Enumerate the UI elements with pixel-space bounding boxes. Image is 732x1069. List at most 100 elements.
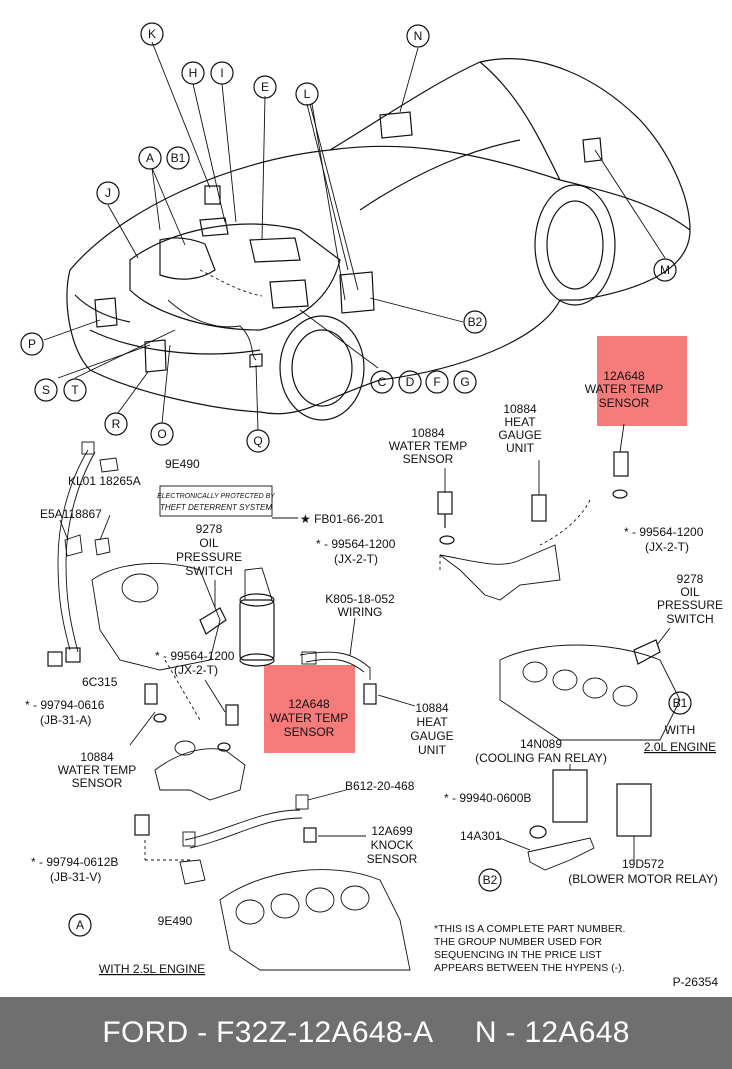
- oil-switch-left-line3: PRESSURE: [176, 550, 242, 564]
- oil-switch-right-line2: OIL: [680, 585, 700, 599]
- knock-sensor-line3: SENSOR: [367, 852, 418, 866]
- svg-text:G: G: [460, 375, 469, 389]
- callout-circles: K H I E L N A B1 J M P B2 S T R O Q C D …: [20, 22, 677, 453]
- svg-text:H: H: [189, 66, 198, 80]
- svg-text:C: C: [378, 375, 387, 389]
- highlight-right-line3: SENSOR: [599, 396, 650, 410]
- note-line4: APPEARS BETWEEN THE HYPENS (-).: [434, 962, 625, 974]
- ref-code: P-26354: [673, 975, 719, 989]
- callout-s: S: [34, 378, 58, 402]
- oil-switch-right-line3: PRESSURE: [657, 598, 723, 612]
- part-99794-0612: * - 99794-0612B: [31, 855, 118, 869]
- wiring-line2: WIRING: [338, 605, 383, 619]
- footer-part-number: FORD - F32Z-12A648-A N - 12A648: [102, 1016, 630, 1049]
- highlight-mid-line2: WATER TEMP: [270, 711, 348, 725]
- with-20-line1: WITH: [665, 723, 696, 737]
- part-9e490-top: 9E490: [165, 457, 200, 471]
- parts-diagram: K H I E L N A B1 J M P B2 S T R O Q C D …: [20, 22, 723, 989]
- callout-n: N: [406, 24, 430, 48]
- note-line3: SEQUENCING IN THE PRICE LIST: [434, 949, 602, 961]
- kl01-label: KL01 18265A: [68, 474, 141, 488]
- car-illustration: [66, 58, 691, 421]
- svg-text:B2: B2: [468, 315, 483, 329]
- callout-i: I: [210, 61, 234, 85]
- oil-switch-right-line4: SWITCH: [666, 612, 713, 626]
- knock-sensor-line2: KNOCK: [371, 838, 414, 852]
- sensor-top-line1: 10884: [411, 426, 445, 440]
- blower-relay-line1: 19D572: [622, 857, 664, 871]
- svg-text:M: M: [660, 263, 670, 277]
- washer-right-code: (JX-2-T): [645, 540, 689, 554]
- svg-text:N: N: [414, 29, 423, 43]
- heat-gauge-top-line1: 10884: [503, 402, 537, 416]
- labels: 10884 WATER TEMP SENSOR 10884 HEAT GAUGE…: [25, 369, 723, 989]
- footer-bar: FORD - F32Z-12A648-A N - 12A648: [0, 997, 732, 1069]
- callout-g: G: [453, 370, 477, 394]
- callout-t: T: [63, 378, 87, 402]
- note-line2: THE GROUP NUMBER USED FOR: [434, 936, 602, 948]
- svg-text:F: F: [433, 375, 440, 389]
- blower-relay-line2: (BLOWER MOTOR RELAY): [568, 872, 718, 886]
- callout-c: C: [370, 370, 394, 394]
- part-99794-0616: * - 99794-0616: [25, 698, 105, 712]
- sensor-top-line2: WATER TEMP: [389, 439, 467, 453]
- svg-text:J: J: [105, 186, 111, 200]
- callout-a: A: [138, 146, 162, 170]
- callout-e: E: [253, 75, 277, 99]
- b2-circle-label: B2: [483, 873, 498, 887]
- cooling-relay-line2: (COOLING FAN RELAY): [475, 751, 607, 765]
- b1-circle-label: B1: [673, 696, 688, 710]
- callout-o: O: [150, 422, 174, 446]
- with-20-line2: 2.0L ENGINE: [644, 740, 716, 754]
- heat-gauge-top-line4: UNIT: [506, 441, 535, 455]
- oil-switch-left-line2: OIL: [199, 536, 219, 550]
- cooling-relay-line1: 14N089: [520, 737, 562, 751]
- highlight-mid-line1: 12A648: [288, 697, 330, 711]
- washer-mid-code: (JX-2-T): [334, 552, 378, 566]
- left-section-parts: [47, 441, 416, 971]
- part-9e490-bottom: 9E490: [158, 914, 193, 928]
- highlight-mid-line3: SENSOR: [284, 725, 335, 739]
- heat-gauge-bottom-line4: UNIT: [418, 743, 447, 757]
- heat-gauge-top-line3: GAUGE: [498, 428, 541, 442]
- callout-b2-top: B2: [463, 310, 487, 334]
- heat-gauge-bottom-line1: 10884: [415, 701, 449, 715]
- svg-text:L: L: [304, 87, 311, 101]
- callout-b1-top: B1: [166, 146, 190, 170]
- svg-text:S: S: [42, 383, 50, 397]
- heat-gauge-bottom-line2: HEAT: [416, 715, 448, 729]
- washer-left-code: (JX-2-T): [174, 663, 218, 677]
- heat-gauge-bottom-line3: GAUGE: [410, 729, 453, 743]
- note-line1: *THIS IS A COMPLETE PART NUMBER.: [434, 923, 625, 935]
- washer-left: * - 99564-1200: [155, 649, 235, 663]
- sensor-bottom-line2: WATER TEMP: [58, 763, 136, 777]
- callout-k: K: [140, 22, 164, 46]
- svg-text:A: A: [146, 151, 154, 165]
- highlight-right-line1: 12A648: [603, 369, 645, 383]
- with-25-label: WITH 2.5L ENGINE: [99, 962, 205, 976]
- right-section-parts: [437, 423, 681, 871]
- svg-text:Q: Q: [253, 434, 262, 448]
- svg-text:E: E: [261, 80, 269, 94]
- part-b612: B612-20-468: [345, 779, 415, 793]
- highlight-right-line2: WATER TEMP: [585, 382, 663, 396]
- washer-right: * - 99564-1200: [624, 525, 704, 539]
- callout-h: H: [181, 61, 205, 85]
- part-6c315: 6C315: [82, 675, 118, 689]
- svg-text:O: O: [157, 427, 166, 441]
- part-99940: * - 99940-0600B: [444, 791, 531, 805]
- callout-m: M: [653, 258, 677, 282]
- callout-j: J: [96, 181, 120, 205]
- sensor-bottom-line3: SENSOR: [72, 776, 123, 790]
- leader-lines: [43, 41, 666, 431]
- oil-switch-left-line4: SWITCH: [185, 564, 232, 578]
- callout-q: Q: [246, 429, 270, 453]
- svg-text:K: K: [148, 27, 156, 41]
- heat-gauge-top-line2: HEAT: [504, 415, 536, 429]
- svg-text:I: I: [220, 66, 223, 80]
- svg-text:T: T: [71, 383, 79, 397]
- svg-text:B1: B1: [171, 151, 186, 165]
- part-14a301: 14A301: [460, 829, 502, 843]
- highlight-right: [597, 336, 687, 426]
- callout-l: L: [295, 82, 319, 106]
